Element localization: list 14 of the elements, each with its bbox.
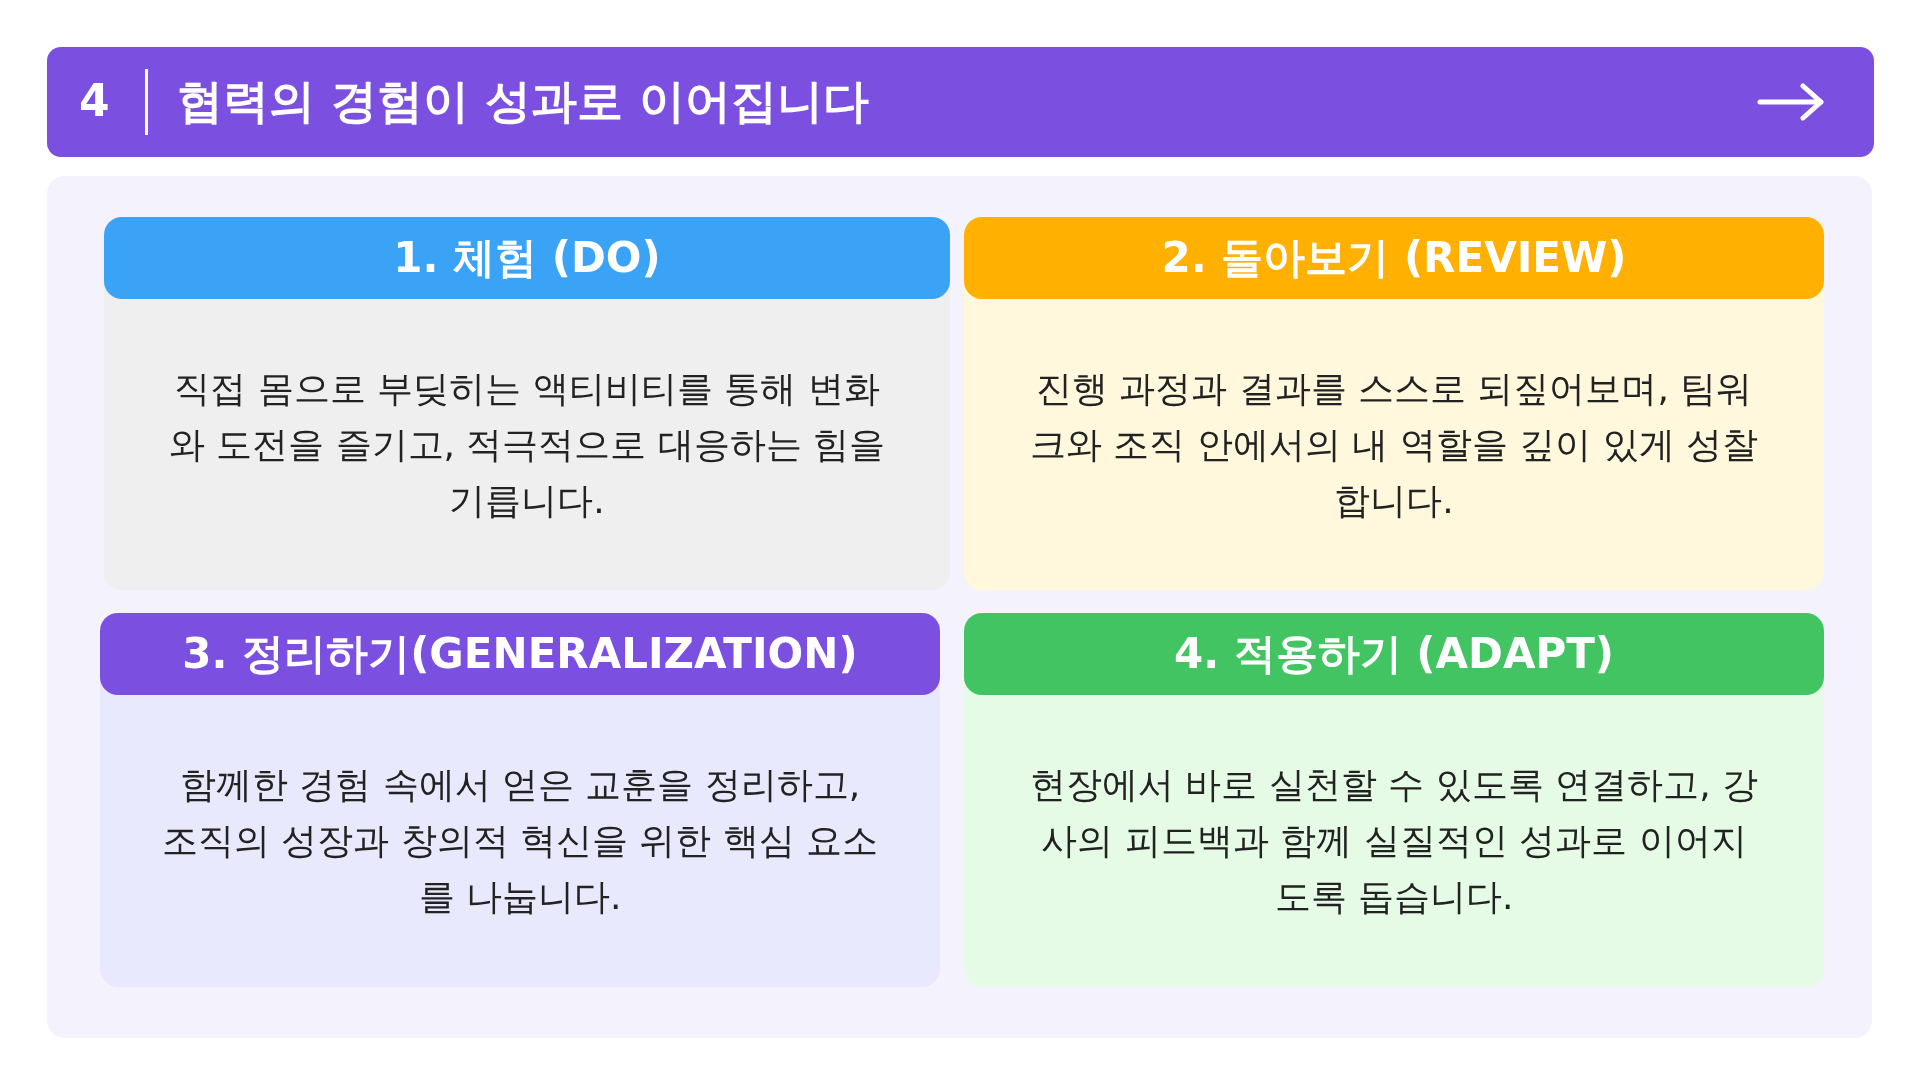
card-header: 1. 체험 (DO) (104, 217, 950, 299)
card-description: 현장에서 바로 실천할 수 있도록 연결하고, 강사의 피드백과 함께 실질적인 성과로 이어지도록 돕습니다. (1028, 763, 1760, 919)
section-number: 4 (79, 74, 110, 128)
card (104, 217, 950, 590)
card (964, 217, 1824, 590)
card (964, 613, 1824, 987)
card-header: 4. 적용하기 (ADAPT) (964, 613, 1824, 695)
card-description: 직접 몸으로 부딪히는 액티비티를 통해 변화와 도전을 즐기고, 적극적으로 대응하는 힘을 기릅니다. (167, 366, 887, 523)
card (100, 613, 940, 987)
card-header: 3. 정리하기(GENERALIZATION) (100, 613, 940, 695)
card-header: 2. 돌아보기 (REVIEW) (964, 217, 1824, 299)
title: 협력의 경험이 성과로 이어집니다 (177, 73, 870, 130)
card-description: 진행 과정과 결과를 스스로 되짚어보며, 팀워크와 조직 안에서의 내 역할을 깊이 있게 성찰합니다. (1028, 366, 1760, 523)
card-description: 함께한 경험 속에서 얻은 교훈을 정리하고, 조직의 성장과 창의적 혁신을 위한 핵심 요소를 나눕니다. (160, 763, 880, 919)
